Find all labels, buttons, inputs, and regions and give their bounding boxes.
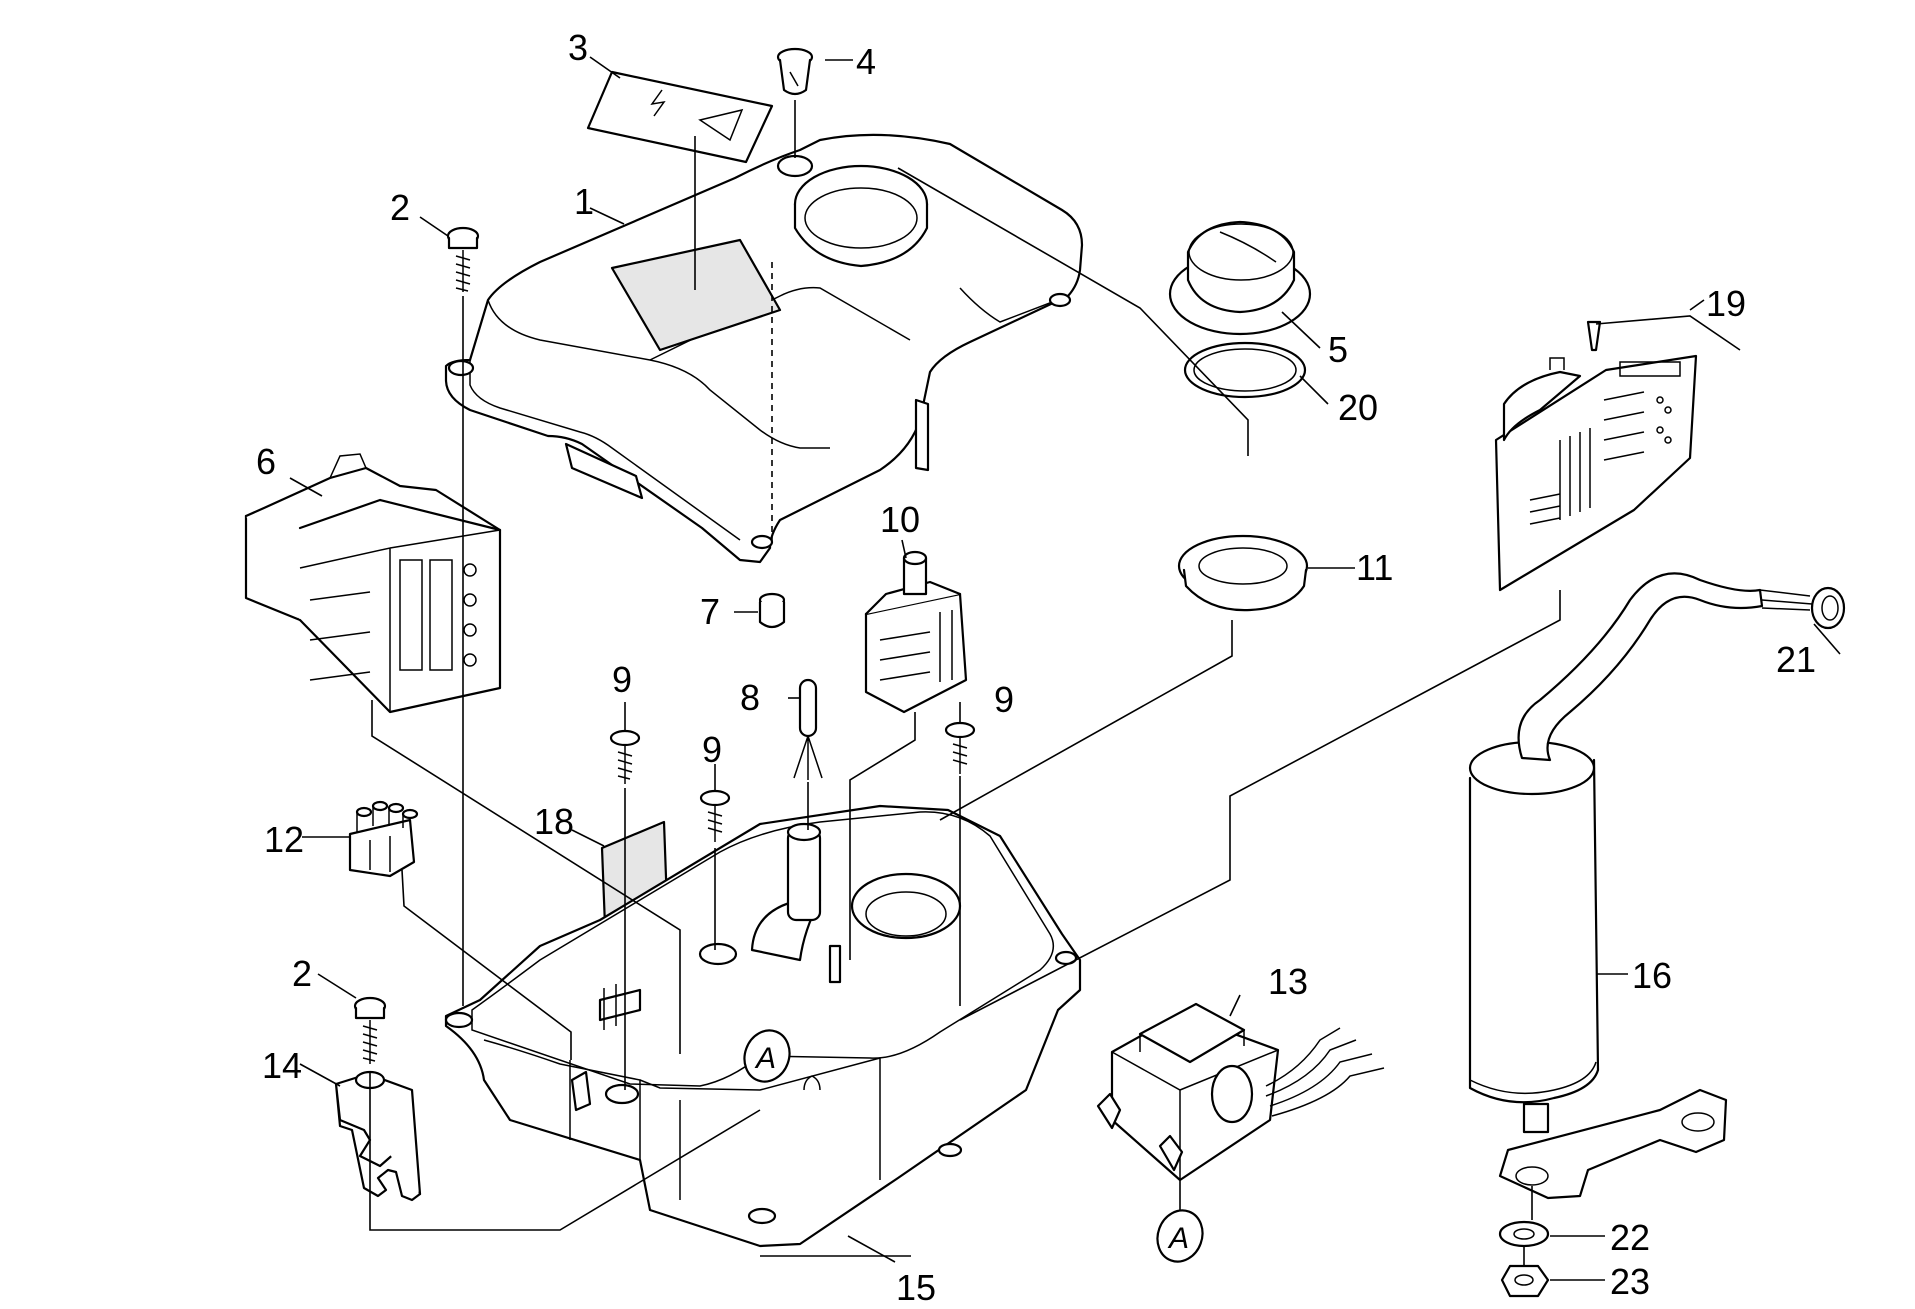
connection-ref-a-transformer: A [1156,1209,1204,1263]
part-5-knob [1168,220,1312,336]
part-4-plug [776,47,814,96]
callout-labels: 3 4 2 1 5 20 19 6 10 11 7 21 9 8 9 9 18 … [256,27,1816,1308]
part-9-screw-right [944,721,976,774]
callout-3: 3 [568,27,588,68]
part-11-gasket [1177,534,1309,612]
callout-2-bottom: 2 [292,953,312,994]
callout-1: 1 [574,181,594,222]
callout-20: 20 [1338,387,1378,428]
callout-5: 5 [1328,329,1348,370]
part-16-capacitor [1468,572,1813,1134]
part-23-nut [1500,1264,1550,1298]
callout-2-top: 2 [390,187,410,228]
connection-ref-a-housing: A [743,1029,791,1083]
callout-18: 18 [534,801,574,842]
callout-15: 15 [896,1267,936,1308]
callout-13: 13 [1268,961,1308,1002]
leader-lines [289,56,1841,1281]
part-12-terminal-block [348,800,419,878]
part-1-cover [444,133,1084,564]
callout-9-right: 9 [994,679,1014,720]
part-16-bracket [1498,1088,1728,1200]
callout-6: 6 [256,441,276,482]
part-20-o-ring [1183,341,1307,399]
connection-ref-a-transformer-label: A [1167,1222,1189,1255]
callout-9-left: 9 [612,659,632,700]
part-8-lamp [793,678,823,780]
callout-22: 22 [1610,1217,1650,1258]
part-2-screw-top [446,226,480,292]
part-3-warning-label [586,70,774,164]
part-21-grommet [1810,586,1846,630]
part-9-screw-left [609,729,641,784]
part-15-housing [444,804,1082,1248]
part-19-circuit-board [1494,320,1698,592]
callout-7: 7 [700,591,720,632]
callout-23: 23 [1610,1261,1650,1302]
callout-19: 19 [1706,283,1746,324]
callout-16: 16 [1632,955,1672,996]
callout-11: 11 [1356,547,1393,588]
part-22-washer [1498,1220,1550,1248]
callout-10: 10 [880,499,920,540]
part-9-screw-middle [699,789,731,842]
callout-12: 12 [264,819,304,860]
part-7-plug [758,592,786,629]
connection-ref-a-housing-label: A [754,1042,776,1075]
callout-4: 4 [856,41,876,82]
callout-8: 8 [740,677,760,718]
part-14-clamp [334,1070,422,1202]
part-6-contactor [244,453,502,714]
callout-9-middle: 9 [702,729,722,770]
part-13-transformer [1096,1002,1385,1182]
callout-14: 14 [262,1045,302,1086]
part-10-switch [864,550,968,714]
callout-21: 21 [1776,639,1816,680]
part-2-screw-bottom [353,996,387,1064]
